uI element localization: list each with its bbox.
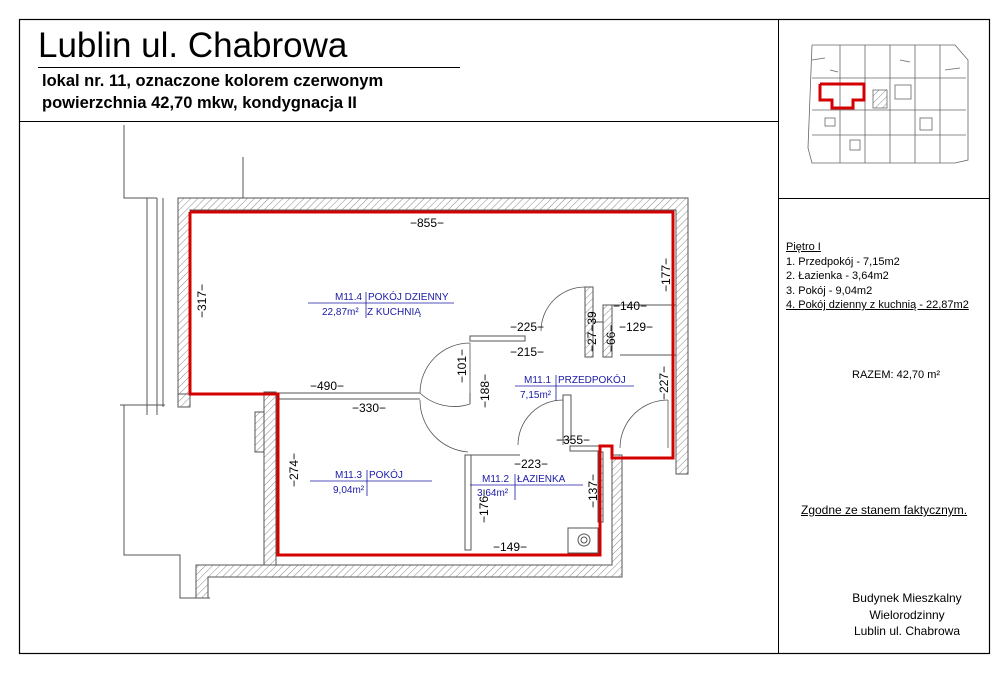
door-swings <box>419 286 669 453</box>
unit-area-floor: powierzchnia 42,70 mkw, kondygnacja II <box>42 94 357 112</box>
building-line: Wielorodzinny <box>869 607 945 622</box>
interior-walls <box>254 286 676 554</box>
dim-490: −490− <box>310 379 344 393</box>
room-code-bath: M11.2 <box>482 474 509 485</box>
dim-274: −274− <box>287 453 301 487</box>
dim-176: −176− <box>477 489 491 523</box>
legend-floor: Piętro I <box>786 241 821 253</box>
room-name-hall: PRZEDPOKÓJ <box>558 373 626 386</box>
apartment-outline <box>188 210 675 557</box>
dim-140: −140− <box>613 299 647 313</box>
dim-101: −101− <box>455 349 469 383</box>
dim-149: −149− <box>493 540 527 554</box>
room-legend: Piętro I 1. Przedpokój - 7,15m2 2. Łazie… <box>786 240 969 313</box>
room-area-living: 22,87m² <box>322 307 359 318</box>
dim-225: −225− <box>510 320 544 334</box>
room-code-hall: M11.1 <box>524 375 551 386</box>
title-underline <box>38 67 460 68</box>
key-plan-highlight <box>818 82 866 110</box>
total-area: RAZEM: 42,70 m² <box>852 369 941 381</box>
room-code-room: M11.3 <box>335 470 362 481</box>
conformity-note: Zgodne ze stanem faktycznym. <box>801 503 968 517</box>
room-area-hall: 7,15m² <box>520 390 552 401</box>
legend-item: 4. Pokój dzienny z kuchnią - 22,87m2 <box>786 299 969 311</box>
dim-137: −137− <box>586 474 600 508</box>
room-labels: M11.4 POKÓJ DZIENNY 22,87m² Z KUCHNIĄ M1… <box>322 290 626 499</box>
dim-227: −227− <box>657 366 671 400</box>
dim-355: −355− <box>556 433 590 447</box>
room-name-room: POKÓJ <box>369 468 403 481</box>
dim-66: −66− <box>604 325 618 352</box>
dim-317: −317− <box>195 284 209 318</box>
room-area-bath: 3,64m² <box>477 488 509 499</box>
room-area-room: 9,04m² <box>333 485 365 496</box>
dim-215: −215− <box>510 345 544 359</box>
room-name-living: POKÓJ DZIENNY <box>368 290 449 303</box>
room-label-rules <box>308 292 634 500</box>
key-plan-thumbnail <box>807 44 969 164</box>
dim-129: −129− <box>619 320 653 334</box>
dimension-labels: −855− −317− −177− −225− −215− −140− −129… <box>195 216 673 554</box>
dim-330: −330− <box>352 401 386 415</box>
legend-item: 1. Przedpokój - 7,15m2 <box>786 255 900 268</box>
unit-description: lokal nr. 11, oznaczone kolorem czerwony… <box>42 72 384 90</box>
page-title: Lublin ul. Chabrowa <box>38 26 348 65</box>
context-walls <box>120 125 244 599</box>
legend-item: 2. Łazienka - 3,64m2 <box>786 270 889 282</box>
outer-frame <box>18 18 991 655</box>
legend-item: 3. Pokój - 9,04m2 <box>786 284 873 297</box>
room-name-bath: ŁAZIENKA <box>517 474 566 485</box>
room-name2-living: Z KUCHNIĄ <box>367 307 421 318</box>
dim-188: −188− <box>478 374 492 408</box>
dim-855: −855− <box>410 216 444 230</box>
dim-177: −177− <box>659 258 673 292</box>
room-code-living: M11.4 <box>335 292 362 303</box>
hatched-walls <box>177 197 689 599</box>
building-info: Budynek Mieszkalny Wielorodzinny Lublin … <box>832 590 982 640</box>
building-line: Lublin ul. Chabrowa <box>853 624 961 638</box>
dim-223: −223− <box>514 457 548 471</box>
building-line: Budynek Mieszkalny <box>852 591 962 605</box>
dim-2739: −27−39 <box>585 311 599 352</box>
